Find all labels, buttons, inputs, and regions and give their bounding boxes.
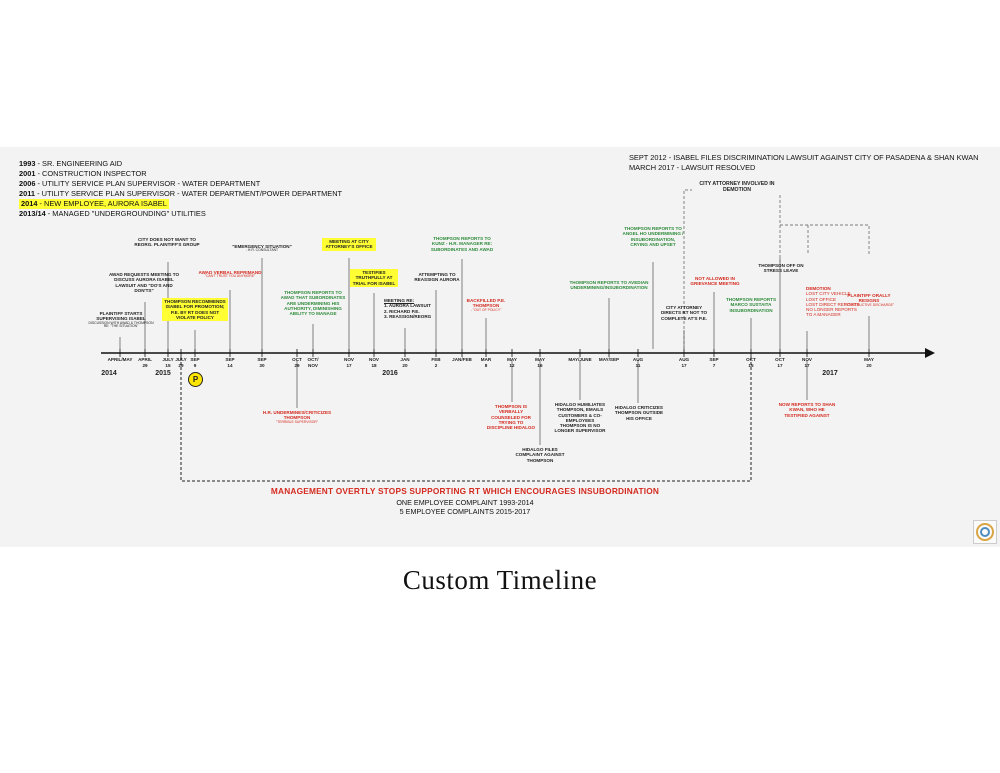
legend-row: 2013/14 - MANAGED "UNDERGROUNDING" UTILI…: [19, 208, 206, 218]
tick-label: APRIL/MAY: [107, 357, 133, 362]
event-card: HIDALGO HUMILIATES THOMPSON, EMAILS CUST…: [554, 402, 606, 434]
event-card: THOMPSON REPORTS TO KUNZ - H.R. MANAGER …: [430, 236, 494, 252]
lawsuit-note-line1: SEPT 2012 - ISABEL FILES DISCRIMINATION …: [629, 153, 979, 162]
legend-row: 2006 - UTILITY SERVICE PLAN SUPERVISOR -…: [19, 178, 261, 188]
career-legend: 1993 - SR. ENGINEERING AID 2001 - CONSTR…: [19, 159, 342, 218]
timeline-panel: [0, 147, 1000, 547]
year-label: 2017: [822, 370, 838, 377]
year-label: 2015: [155, 370, 171, 377]
year-label: 2014: [101, 370, 117, 377]
tick-label: MAY/JUNE: [568, 357, 592, 362]
event-card: THOMPSON REPORTS TO AVEDIAN UNDERMINING/…: [569, 280, 649, 291]
event-card: NOW REPORTS TO SHAN KWAN, WHO HE TESTIFI…: [778, 402, 836, 418]
event-card: MEETING RE: 1. AURORA LAWSUIT 2. RICHARD…: [384, 298, 432, 319]
event-card: TESTIFIES TRUTHFULLY AT TRIAL FOR ISABEL: [350, 269, 398, 287]
lawsuit-note: SEPT 2012 - ISABEL FILES DISCRIMINATION …: [629, 153, 979, 172]
event-card: THOMPSON REPORTS MARCO SUSTAITA INSUBORD…: [725, 297, 777, 313]
event-card: HIDALGO CRITICIZES THOMPSON OUTSIDE HIS …: [614, 405, 664, 421]
event-card: AWAD REQUESTS MEETING TO DISCUSS AURORA …: [108, 272, 180, 293]
legend-row: 1993 - SR. ENGINEERING AID: [19, 159, 123, 168]
page-caption: Custom Timeline: [402, 565, 598, 595]
event-card: THOMPSON OFF ON STRESS LEAVE: [758, 263, 804, 274]
legend-row: 2001 - CONSTRUCTION INSPECTOR: [19, 168, 147, 178]
complaints-line1: ONE EMPLOYEE COMPLAINT 1993-2014: [396, 498, 534, 507]
event-card: H.R. UNDERMINES/CRITICIZES THOMPSON"TERR…: [262, 410, 332, 424]
event-card: THOMPSON REPORTS TO ANGEL HO UNDERMINING…: [622, 226, 684, 247]
event-card: ATTEMPTING TO REASSIGN AURORA: [414, 272, 460, 283]
company-logo-icon: [973, 520, 997, 544]
event-card: THOMPSON REPORTS TO AWAD THAT SUBORDINAT…: [280, 290, 346, 317]
tick-label: MAY/SEP: [598, 357, 620, 362]
tick-label: OCT/NOV: [307, 357, 319, 368]
event-card: HIDALGO FILES COMPLAINT AGAINST THOMPSON: [515, 447, 565, 463]
tick-label: JAN/FEB: [452, 357, 472, 362]
year-label: 2016: [382, 370, 398, 377]
event-card: THOMPSON IS VERBALLY COUNSELED FOR TRYIN…: [486, 404, 536, 431]
event-card: PLAINTIFF ORALLY RESIGNS"CONSTRUCTIVE DI…: [843, 293, 895, 307]
event-card: NOT ALLOWED IN GRIEVANCE MEETING: [690, 276, 740, 287]
event-card: MEETING AT CITY ATTORNEY'S OFFICE: [322, 238, 376, 251]
city-attorney-label: CITY ATTORNEY INVOLVED IN DEMOTION: [692, 181, 782, 194]
event-card: "EMERGENCY SITUATION"- H.R. CONSULTANT: [232, 244, 292, 253]
legend-row: 2011 - UTILITY SERVICE PLAN SUPERVISOR -…: [19, 188, 343, 198]
lawsuit-note-line2: MARCH 2017 - LAWSUIT RESOLVED: [629, 162, 756, 172]
event-card: THOMPSON RECOMMENDS ISABEL FOR PROMOTION…: [162, 298, 228, 322]
event-card: CITY DOES NOT WANT TO REORG. PLAINTIFF'S…: [134, 237, 200, 248]
management-banner: MANAGEMENT OVERTLY STOPS SUPPORTING RT W…: [270, 486, 660, 496]
event-card: AWAD VERBAL REPRIMAND"CAN'T TRUST YOU AN…: [198, 270, 262, 279]
p-badge: P: [188, 372, 203, 387]
legend-row-highlight: 2014 - NEW EMPLOYEE, AURORA ISABEL: [19, 198, 169, 209]
event-card: BACKFILLED P.E. THOMPSON- "OUT OF POLICY…: [466, 298, 506, 312]
complaints-line2: 5 EMPLOYEE COMPLAINTS 2015-2017: [399, 507, 531, 516]
event-card: DEMOTION LOST CITY VEHICLE LOST OFFICE L…: [806, 286, 860, 318]
event-card: CITY ATTORNEY DIRECTS RT NOT TO COMPLETE…: [660, 305, 708, 321]
